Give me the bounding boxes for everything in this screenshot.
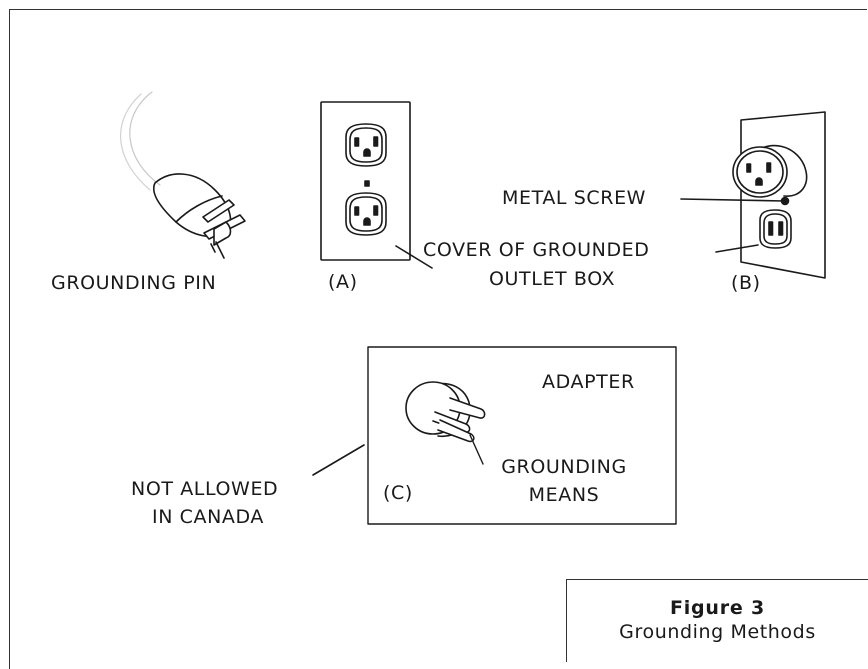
adapter-label: ADAPTER <box>542 371 635 393</box>
cover-leader-line <box>395 245 433 269</box>
cover-label-line2: OUTLET BOX <box>489 268 616 290</box>
grounding-pin-label: GROUNDING PIN <box>51 272 217 294</box>
grounding-means-line2: MEANS <box>528 484 600 506</box>
label-c: (C) <box>383 482 413 504</box>
figure-title: Figure 3 <box>669 597 766 619</box>
figure-subtitle: Grounding Methods <box>619 621 816 643</box>
not-allowed-line1: NOT ALLOWED <box>131 478 279 500</box>
label-b: (B) <box>731 272 761 294</box>
figure-caption: Figure 3 Grounding Methods <box>566 579 868 662</box>
adapter-box <box>367 346 677 525</box>
grounding-means-line1: GROUNDING <box>501 456 627 478</box>
three-prong-adapter-icon <box>405 381 486 465</box>
metal-screw-label: METAL SCREW <box>502 187 647 209</box>
not-allowed-line2: IN CANADA <box>152 506 265 528</box>
metal-screw-leader-line <box>680 198 785 202</box>
outlet-with-adapter-icon <box>732 111 826 279</box>
cover-label-line1: COVER OF GROUNDED <box>423 239 650 261</box>
duplex-outlet-icon <box>320 101 411 261</box>
not-allowed-leader-line <box>312 444 365 476</box>
grounded-plug-icon <box>120 91 246 259</box>
figure-frame <box>9 9 867 669</box>
label-a: (A) <box>328 271 358 293</box>
b-leader-line <box>715 244 759 253</box>
